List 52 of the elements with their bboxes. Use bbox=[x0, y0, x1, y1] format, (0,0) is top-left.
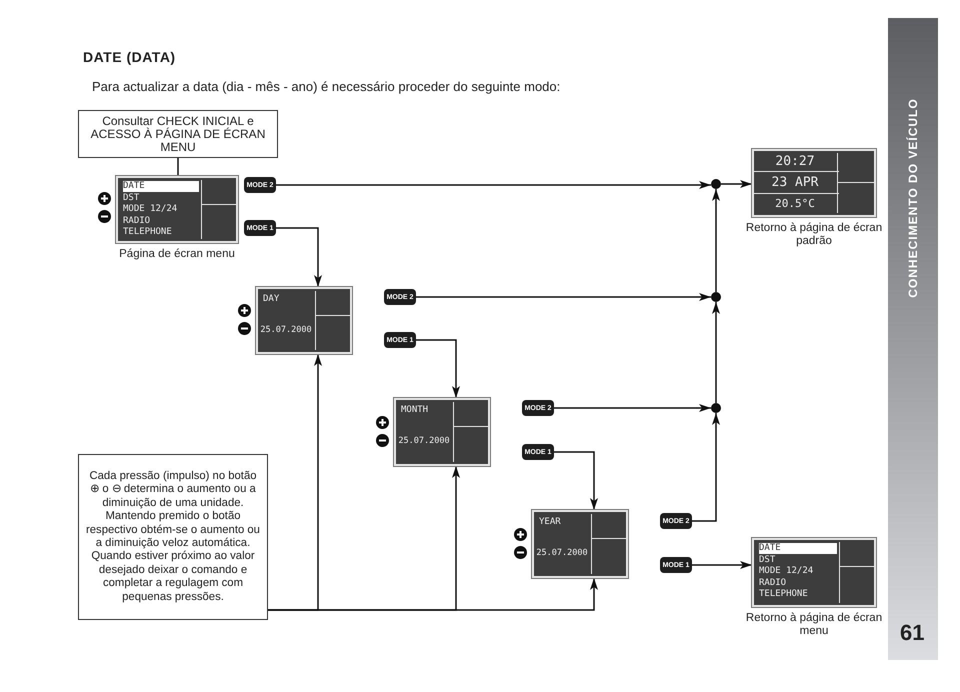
screen-caption: Retorno à página de écran menu bbox=[744, 612, 884, 638]
screen-value: 20.5°C bbox=[774, 197, 816, 212]
selected-menu-item: DATE bbox=[759, 543, 837, 554]
arrow bbox=[712, 189, 720, 292]
display-screen bbox=[394, 398, 490, 466]
date-value: 25.07.2000 bbox=[259, 325, 313, 336]
display-screen bbox=[256, 287, 352, 354]
display-screen bbox=[532, 510, 628, 578]
display-screen bbox=[116, 176, 238, 243]
section-title: CONHECIMENTO DO VEÍCULO bbox=[906, 98, 920, 298]
menu-item: DST bbox=[759, 554, 776, 566]
step-box bbox=[78, 110, 278, 158]
junction-dot bbox=[711, 179, 721, 189]
note-box bbox=[78, 454, 268, 620]
arrow bbox=[712, 302, 720, 403]
screen-value: 20:27 bbox=[774, 154, 816, 169]
menu-item: RADIO bbox=[123, 216, 150, 226]
arrow bbox=[276, 227, 322, 287]
arrow bbox=[692, 561, 752, 569]
arrow bbox=[721, 180, 752, 188]
arrow bbox=[276, 181, 711, 189]
heading: DATE (DATA) bbox=[83, 49, 176, 65]
junction-dot bbox=[711, 292, 721, 302]
arrow bbox=[554, 404, 711, 412]
menu-item: MODE 12/24 bbox=[759, 566, 814, 577]
display-screen bbox=[752, 538, 876, 607]
date-value: 25.07.2000 bbox=[535, 548, 589, 559]
junction-dot bbox=[711, 403, 721, 413]
intro-text: Para actualizar a data (dia - mês - ano) é necessário proceder do seguinte modo: bbox=[92, 79, 560, 94]
arrow bbox=[268, 578, 598, 611]
date-value: 25.07.2000 bbox=[397, 436, 451, 447]
menu-item: RADIO bbox=[759, 578, 786, 588]
field-name: YEAR bbox=[539, 517, 561, 528]
arrow bbox=[416, 293, 711, 301]
menu-item: DST bbox=[123, 192, 140, 204]
field-name: MONTH bbox=[401, 405, 428, 416]
field-name: DAY bbox=[263, 294, 280, 305]
selected-menu-item: DATE bbox=[123, 181, 199, 192]
menu-item: TELEPHONE bbox=[123, 227, 172, 238]
menu-item: MODE 12/24 bbox=[123, 204, 178, 215]
note-text: Cada pressão (impulso) no botão ⊕ o ⊖ determina o aumento ou a diminuição de uma unidade. Mantendo premido o botão respectivo obtém-se o aumento ou a diminuição veloz automática. Quando estiver próximo ao valor desejado deixar o comando e completar a regulagem com pequenas pressões. bbox=[85, 470, 261, 604]
page-number: 61 bbox=[900, 620, 924, 646]
screen-caption: Retorno à página de écran padrão bbox=[744, 222, 884, 248]
arrow bbox=[554, 451, 598, 510]
connector-line bbox=[177, 158, 179, 176]
screen-caption: Página de écran menu bbox=[118, 248, 236, 261]
display-screen bbox=[752, 149, 876, 217]
screen-value: 23 APR bbox=[770, 176, 820, 190]
arrow bbox=[416, 339, 460, 398]
menu-item: TELEPHONE bbox=[759, 589, 808, 600]
step-text: Consultar CHECK INICIAL e ACESSO À PÁGINA DE ÉCRAN MENU bbox=[90, 114, 266, 154]
arrow bbox=[692, 413, 720, 522]
